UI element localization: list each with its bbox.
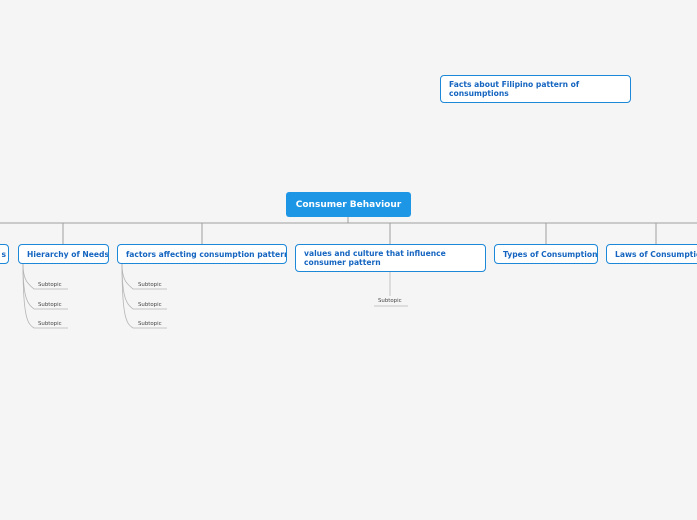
subtopic[interactable]: Subtopic [138, 282, 162, 288]
branch-topic-laws-of-consumption[interactable]: Laws of Consumption [606, 244, 697, 264]
branch-topic-cutoff[interactable]: s [0, 244, 9, 264]
subtopic[interactable]: Subtopic [378, 298, 402, 304]
branch-topic-hierarchy-of-needs[interactable]: Hierarchy of Needs [18, 244, 109, 264]
floating-topic-label: Facts about Filipino pattern of consumpt… [449, 80, 580, 98]
subtopic[interactable]: Subtopic [138, 321, 162, 327]
root-topic-label: Consumer Behaviour [295, 199, 402, 210]
subtopic[interactable]: Subtopic [38, 321, 62, 327]
subtopic[interactable]: Subtopic [38, 282, 62, 288]
branch-topic-label: Types of Consumption [503, 249, 598, 259]
branch-topic-factors-affecting[interactable]: factors affecting consumption patterns [117, 244, 287, 264]
branch-topic-values-and-culture[interactable]: values and culture that influence consum… [295, 244, 486, 272]
subtopic-connector [22, 263, 68, 329]
branch-topic-label: s [1, 249, 6, 259]
subtopic-connector [121, 263, 167, 329]
branch-topic-label: values and culture that influence consum… [304, 249, 446, 267]
subtopic[interactable]: Subtopic [38, 302, 62, 308]
branch-topic-label: Laws of Consumption [615, 249, 697, 259]
branch-topic-types-of-consumption[interactable]: Types of Consumption [494, 244, 598, 264]
root-topic[interactable]: Consumer Behaviour [286, 192, 411, 217]
subtopic[interactable]: Subtopic [138, 302, 162, 308]
floating-topic[interactable]: Facts about Filipino pattern of consumpt… [440, 75, 631, 103]
branch-topic-label: factors affecting consumption patterns [126, 249, 287, 259]
branch-topic-label: Hierarchy of Needs [27, 249, 109, 259]
